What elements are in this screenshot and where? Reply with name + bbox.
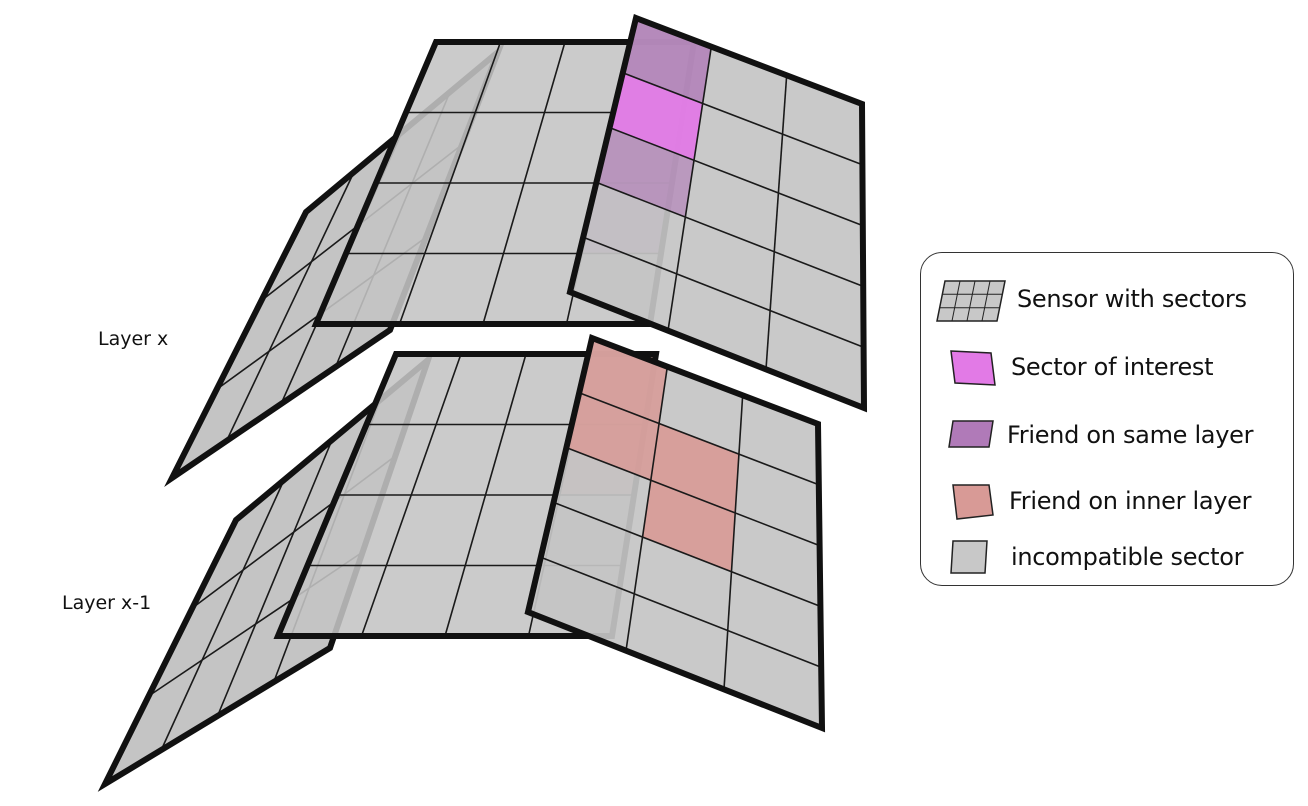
- layer-x-minus-1-label: Layer x-1: [62, 592, 152, 614]
- sector-boundary: [225, 171, 355, 442]
- sector-boundary: [553, 501, 821, 608]
- friend-inner-layer-sector: [642, 480, 736, 572]
- sector-of-interest-swatch-icon: [950, 350, 996, 386]
- sensor-outline: [524, 333, 826, 733]
- sector-boundary: [216, 439, 333, 717]
- sensor-right-tilted: [566, 13, 868, 413]
- layer-x-minus-1-sensors: [97, 333, 826, 792]
- legend-item-friend-on-same-layer: Friend on same layer: [921, 409, 1295, 459]
- friend-inner-layer-swatch-icon: [952, 484, 994, 520]
- legend-item-incompatible-sector: incompatible sector: [921, 531, 1295, 581]
- sector-boundary: [596, 181, 864, 288]
- legend-label-friend-on-inner-layer: Friend on inner layer: [1009, 487, 1252, 515]
- sector-boundary: [622, 72, 863, 166]
- legend-label-sector-of-interest: Sector of interest: [1011, 353, 1214, 381]
- sector-boundary: [609, 126, 864, 227]
- sensor-grid-icon: [936, 280, 1006, 322]
- sector-boundary: [540, 556, 822, 668]
- sensor-outline: [566, 13, 868, 413]
- sensor-right-tilted: [524, 333, 826, 733]
- legend-item-sensor-with-sectors: Sensor with sectors: [921, 273, 1295, 323]
- sector-boundary: [566, 446, 820, 547]
- friend-same-layer-sector: [596, 127, 694, 218]
- sector-boundary: [667, 46, 713, 331]
- legend: Sensor with sectors Sector of interest F…: [920, 252, 1294, 586]
- sector-boundary: [765, 75, 788, 370]
- sector-boundary: [578, 392, 820, 486]
- sector-boundary: [723, 395, 744, 690]
- layer-x-label: Layer x: [98, 328, 169, 350]
- legend-label-incompatible-sector: incompatible sector: [1011, 543, 1244, 571]
- friend-same-layer-swatch-icon: [948, 420, 994, 448]
- sector-boundary: [160, 479, 285, 751]
- sector-boundary: [625, 366, 669, 651]
- incompatible-sector-swatch-icon: [950, 540, 988, 574]
- sector-boundary: [582, 236, 864, 348]
- legend-item-sector-of-interest: Sector of interest: [921, 341, 1295, 391]
- layer-x-sensors: [164, 13, 868, 487]
- legend-label-sensor-with-sectors: Sensor with sectors: [1017, 285, 1247, 313]
- legend-label-friend-on-same-layer: Friend on same layer: [1007, 421, 1254, 449]
- legend-item-friend-on-inner-layer: Friend on inner layer: [921, 475, 1295, 525]
